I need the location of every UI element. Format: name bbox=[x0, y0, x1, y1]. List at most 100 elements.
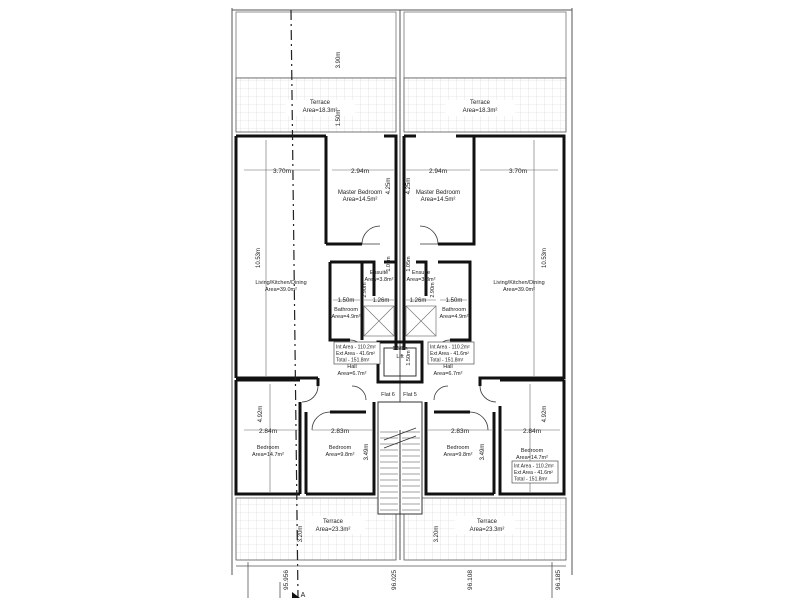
room-living-right-name: Living/Kitchen/Dining bbox=[493, 280, 544, 286]
dim-bath-depth-right: 2.90m bbox=[430, 282, 436, 298]
room-ensuite-right-name: Ensuite bbox=[412, 270, 430, 276]
room-ensuite-left-area: Area=3.8m² bbox=[365, 277, 394, 283]
level-96185: 96.185 bbox=[555, 570, 562, 590]
dim-terrace-depth: 1.50m bbox=[336, 110, 342, 127]
dim-master-depth-right: 4.25m bbox=[406, 178, 412, 195]
room-ensuite-left-name: Ensuite bbox=[370, 270, 388, 276]
top-open-area-right bbox=[403, 11, 567, 79]
lift-car bbox=[383, 347, 417, 377]
summary-box-left-line: Total - 151.8m² bbox=[336, 358, 370, 364]
dim-bottom-terrace-left: 3.20m bbox=[298, 526, 304, 543]
dim-master-width-left: 2.94m bbox=[351, 168, 369, 175]
dim-living-width-right: 3.70m bbox=[509, 168, 527, 175]
terrace-top-left-area: Area=18.3m² bbox=[303, 108, 338, 114]
dim-ensuite-depth-right: 1.05m bbox=[406, 256, 412, 272]
summary-box-lower-line: Total - 151.8m² bbox=[514, 477, 548, 483]
level-rail bbox=[236, 562, 566, 598]
terrace-bottom-right-area: Area=23.3m² bbox=[470, 527, 505, 533]
room-master-left-area: Area=14.5m² bbox=[343, 197, 378, 203]
summary-box-left-line: Int Area - 110.2m² bbox=[336, 345, 376, 351]
dim-lift-width: 1.50m bbox=[392, 346, 408, 352]
room-hall-left-area: Area=6.7m² bbox=[338, 371, 367, 377]
dim-living-depth-left: 10.53m bbox=[256, 248, 262, 268]
terrace-label-bg-bottom-right bbox=[455, 516, 515, 534]
top-open-area-left bbox=[235, 11, 397, 79]
summary-box-left bbox=[333, 341, 381, 365]
level-95956: 95.956 bbox=[283, 570, 290, 590]
dimension-lines bbox=[244, 140, 560, 492]
terrace-top-right-area: Area=18.3m² bbox=[463, 108, 498, 114]
room-bath-left-name: Bathroom bbox=[334, 307, 358, 313]
dim-bed-inner-width-left: 2.83m bbox=[331, 428, 349, 435]
terrace-label-bg-bottom-left bbox=[305, 516, 365, 534]
room-bath-right-area: Area=4.9m² bbox=[440, 314, 469, 320]
room-bed-inner-right-area: Area=9.8m² bbox=[444, 452, 473, 458]
dim-bed-inner-depth-right: 3.49m bbox=[480, 444, 486, 461]
room-living-left-area: Area=39.0m² bbox=[265, 287, 297, 293]
dim-bed-outer-width-right: 2.84m bbox=[523, 428, 541, 435]
level-96025: 96.025 bbox=[391, 570, 398, 590]
terrace-bottom-left-area: Area=23.3m² bbox=[316, 527, 351, 533]
dim-bath-width-right: 1.50m bbox=[446, 298, 463, 304]
room-living-right-area: Area=39.0m² bbox=[503, 287, 535, 293]
dim-bed-outer-width-left: 2.84m bbox=[259, 428, 277, 435]
dim-bath-width-left: 1.50m bbox=[338, 298, 355, 304]
room-bath-right-name: Bathroom bbox=[442, 307, 466, 313]
room-hall-right-name: Hall bbox=[443, 364, 452, 370]
summary-box-right-line: Ext Area - 41.6m² bbox=[430, 351, 469, 357]
terrace-label-bg-right bbox=[445, 100, 515, 116]
summary-box-left-line: Ext Area - 41.6m² bbox=[336, 351, 375, 357]
summary-box-right bbox=[427, 341, 475, 365]
dim-lift-depth: 1.50m bbox=[406, 350, 412, 366]
room-bed-outer-left-area: Area=14.7m² bbox=[252, 452, 284, 458]
room-bed-inner-right-name: Bedroom bbox=[447, 445, 470, 451]
dim-master-depth-left: 4.25m bbox=[386, 178, 392, 195]
room-lift-name: Lift bbox=[396, 354, 404, 360]
summary-box-lower-line: Ext Area - 41.6m² bbox=[514, 470, 553, 476]
room-hall-right-area: Area=6.7m² bbox=[434, 371, 463, 377]
dim-living-width-left: 3.70m bbox=[273, 168, 291, 175]
room-bed-outer-right-area: Area=14.7m² bbox=[516, 455, 548, 461]
room-living-left-name: Living/Kitchen/Dining bbox=[255, 280, 306, 286]
room-bed-inner-left-area: Area=9.8m² bbox=[326, 452, 355, 458]
level-96108: 96.108 bbox=[467, 570, 474, 590]
room-bed-inner-left-name: Bedroom bbox=[329, 445, 352, 451]
dim-bath-depth-left: 2.90m bbox=[362, 282, 368, 298]
terrace-bottom-left-name: Terrace bbox=[323, 519, 344, 525]
room-hall-left-name: Hall bbox=[347, 364, 356, 370]
dim-master-width-right: 2.94m bbox=[429, 168, 447, 175]
dim-bed-inner-width-right: 2.83m bbox=[451, 428, 469, 435]
room-bed-outer-right-name: Bedroom bbox=[521, 448, 544, 454]
flat-left-label: Flat 6 bbox=[381, 392, 395, 398]
flat-right-label: Flat 5 bbox=[403, 392, 417, 398]
stair-arrow bbox=[383, 427, 417, 449]
sanitary-fittings bbox=[363, 305, 437, 337]
room-master-left-name: Master Bedroom bbox=[338, 190, 382, 196]
summary-box-right-line: Total - 151.8m² bbox=[430, 358, 464, 364]
terrace-label-bg-left bbox=[285, 100, 355, 116]
walls bbox=[234, 134, 566, 496]
dim-bottom-terrace-right: 3.20m bbox=[434, 526, 440, 543]
dim-bed-outer-depth-right: 4.92m bbox=[542, 406, 548, 423]
terrace-top-right-name: Terrace bbox=[470, 100, 491, 106]
section-marker-label: A bbox=[301, 592, 306, 599]
dim-bed-inner-depth-left: 3.49m bbox=[364, 444, 370, 461]
terrace-bottom-right-name: Terrace bbox=[477, 519, 498, 525]
room-master-right-area: Area=14.5m² bbox=[421, 197, 456, 203]
section-marker-arrow bbox=[292, 592, 300, 598]
room-bed-outer-left-name: Bedroom bbox=[257, 445, 280, 451]
dim-living-depth-right: 10.53m bbox=[542, 248, 548, 268]
dim-bed-outer-depth-left: 4.92m bbox=[258, 406, 264, 423]
dim-ensuite-width-right: 1.26m bbox=[410, 298, 427, 304]
room-master-right-name: Master Bedroom bbox=[416, 190, 460, 196]
dim-ensuite-width-left: 1.26m bbox=[373, 298, 390, 304]
dim-top-depth: 3.90m bbox=[336, 52, 342, 69]
room-bath-left-area: Area=4.9m² bbox=[332, 314, 361, 320]
room-ensuite-right-area: Area=3.8m² bbox=[407, 277, 436, 283]
terrace-top-left-name: Terrace bbox=[310, 100, 331, 106]
summary-box-lower-line: Int Area - 110.2m² bbox=[514, 464, 554, 470]
summary-box-right-line: Int Area - 110.2m² bbox=[430, 345, 470, 351]
section-line bbox=[290, 9, 299, 599]
dim-ensuite-depth-left: 1.05m bbox=[386, 256, 392, 272]
